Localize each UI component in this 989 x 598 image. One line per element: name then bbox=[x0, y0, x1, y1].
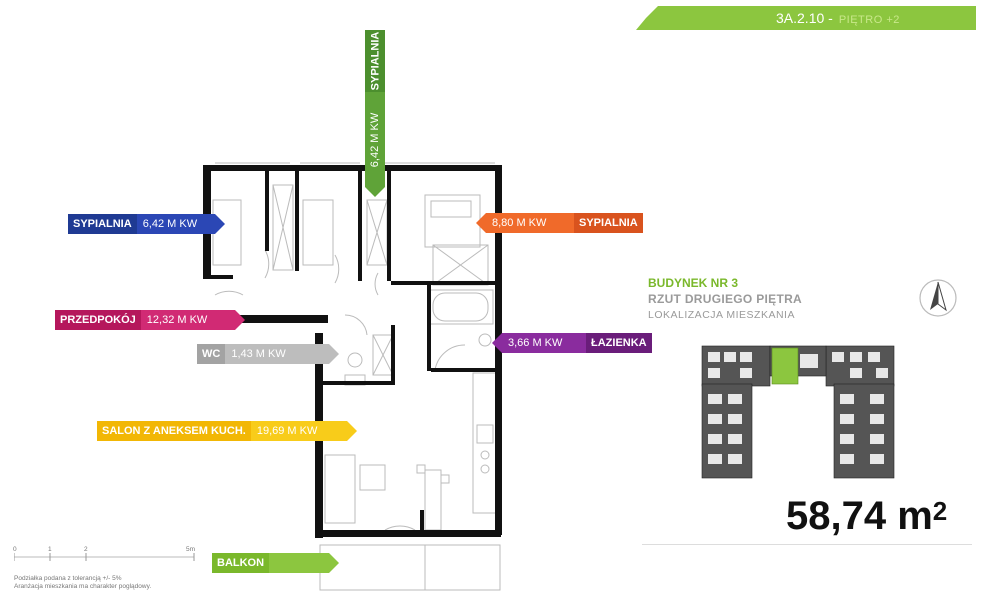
total-area-value: 58,74 m bbox=[786, 494, 933, 538]
location-label: LOKALIZACJA MIESZKANIA bbox=[648, 309, 795, 321]
room-area: 19,69 M KW bbox=[250, 421, 347, 441]
total-area: 58,74 m2 bbox=[786, 494, 947, 539]
unit-location-highlight bbox=[771, 347, 799, 385]
room-name: BALKON bbox=[212, 553, 270, 573]
room-name: SYPIALNIA bbox=[574, 213, 643, 233]
room-label-balkon: BALKON bbox=[212, 553, 340, 573]
room-name: SYPIALNIA bbox=[365, 30, 385, 92]
scale-tick: 2 bbox=[84, 546, 88, 553]
balkon-bar bbox=[269, 553, 330, 573]
room-label-wc: WC 1,43 M KW bbox=[197, 344, 340, 364]
banner-shape bbox=[636, 6, 976, 30]
room-name: PRZEDPOKÓJ bbox=[55, 310, 141, 330]
building-label: BUDYNEK NR 3 bbox=[648, 276, 739, 290]
room-label-salon: SALON Z ANEKSEM KUCH. 19,69 M KW bbox=[97, 421, 357, 441]
room-label-przedpokoj: PRZEDPOKÓJ 12,32 M KW bbox=[55, 310, 245, 330]
unit-code: 3A.2.10 - bbox=[776, 10, 833, 26]
arrow-left-icon bbox=[476, 213, 486, 233]
room-area-text: 6,42 M KW bbox=[369, 112, 381, 167]
room-area: 6,42 M KW bbox=[136, 214, 215, 234]
room-label-sypialnia-right: 8,80 M KW SYPIALNIA bbox=[476, 213, 643, 233]
arrow-right-icon bbox=[214, 214, 225, 234]
scale-tick: 5m bbox=[186, 546, 196, 553]
floor-plan bbox=[203, 162, 502, 591]
room-area: 1,43 M KW bbox=[225, 344, 330, 364]
total-area-unit: 2 bbox=[932, 496, 948, 526]
floor-label: PIĘTRO +2 bbox=[838, 14, 900, 26]
room-area: 6,42 M KW bbox=[365, 92, 385, 187]
compass-icon bbox=[919, 279, 957, 317]
room-area: 8,80 M KW bbox=[486, 213, 574, 233]
room-label-sypialnia-top: SYPIALNIA 6,42 M KW bbox=[365, 30, 385, 197]
banner-label: 3A.2.10 - PIĘTRO +2 bbox=[776, 10, 900, 26]
room-name: ŁAZIENKA bbox=[586, 333, 652, 353]
arrow-down-icon bbox=[365, 187, 385, 197]
room-name: SYPIALNIA bbox=[68, 214, 137, 234]
room-area: 3,66 M KW bbox=[502, 333, 586, 353]
room-name: SALON Z ANEKSEM KUCH. bbox=[97, 421, 251, 441]
scale-bar bbox=[14, 553, 195, 561]
arrow-left-icon bbox=[492, 333, 502, 353]
room-label-sypialnia-left: SYPIALNIA 6,42 M KW bbox=[68, 214, 225, 234]
scale-tick: 0 bbox=[13, 546, 17, 553]
divider bbox=[642, 544, 972, 545]
arrow-right-icon bbox=[329, 553, 340, 573]
arrow-right-icon bbox=[234, 310, 245, 330]
disclaimer: Podziałka podana z tolerancją +/- 5% Ara… bbox=[14, 575, 151, 591]
disclaimer-arrangement: Aranżacja mieszkania ma charakter pogląd… bbox=[14, 583, 152, 590]
room-name: WC bbox=[197, 344, 226, 364]
arrow-right-icon bbox=[329, 344, 340, 364]
unit-code-banner: 3A.2.10 - PIĘTRO +2 bbox=[636, 6, 976, 30]
room-name-text: SYPIALNIA bbox=[369, 31, 381, 91]
plan-label: RZUT DRUGIEGO PIĘTRA bbox=[648, 292, 803, 306]
disclaimer-tolerance: Podziałka podana z tolerancją +/- 5% bbox=[14, 575, 122, 582]
room-label-lazienka: 3,66 M KW ŁAZIENKA bbox=[492, 333, 652, 353]
arrow-right-icon bbox=[346, 421, 357, 441]
room-area: 12,32 M KW bbox=[140, 310, 235, 330]
key-plan bbox=[701, 345, 895, 479]
scale-tick: 1 bbox=[48, 546, 52, 553]
